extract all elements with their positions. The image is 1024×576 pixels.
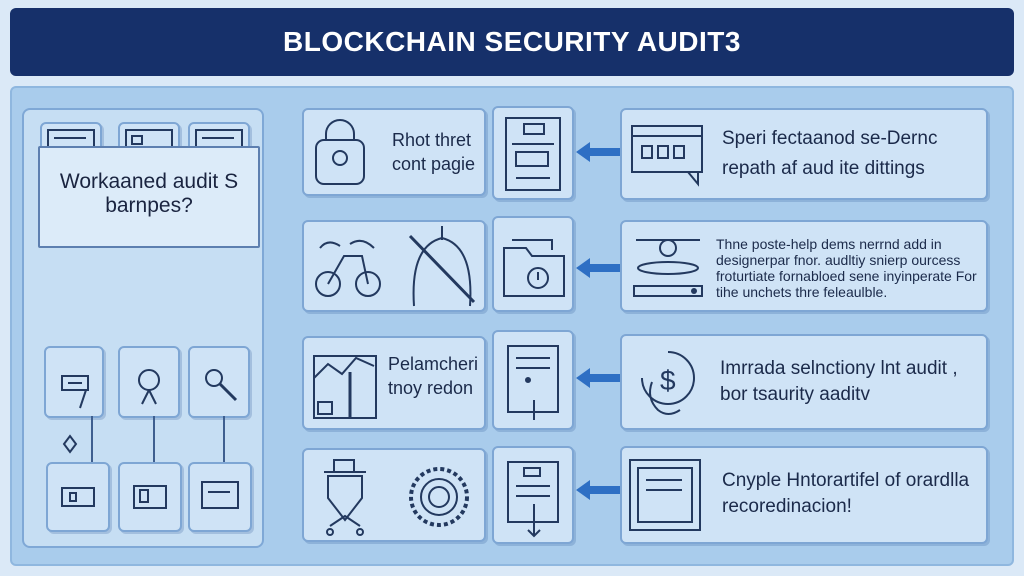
badge-icon (138, 369, 160, 405)
row1-middle-text: Rhot thret cont pagie (392, 130, 476, 174)
page-title: BLOCKCHAIN SECURITY AUDIT3 (283, 26, 741, 57)
key-icon (205, 369, 238, 402)
row3-right-text: Imrrada selnctiony lnt audit , bor tsaur… (720, 358, 958, 405)
storage-icon (201, 481, 239, 509)
row2-right-card: Thne poste-help dems nerrnd add in desig… (620, 220, 988, 312)
row1-middle-card: Rhot thret cont pagie (302, 108, 486, 196)
report-document-icon (507, 345, 559, 420)
arrow-left-icon (576, 368, 620, 388)
doc-card-mid-3 (188, 346, 250, 418)
no-access-icon (408, 226, 476, 307)
row2-middle-card (302, 220, 486, 312)
file-icon (629, 459, 701, 531)
row1-right-text: Speri fectaanod se-Dernc repath af aud i… (722, 128, 938, 179)
arrow-left-icon (576, 142, 620, 162)
doc-card-bottom-1 (46, 462, 110, 532)
doc-card-bottom-3 (188, 462, 252, 532)
row4-middle-card (302, 448, 486, 542)
chat-icon (61, 375, 89, 409)
doc-card-bottom-2 (118, 462, 182, 532)
row4-document-card (492, 446, 574, 544)
arrow-left-icon (576, 480, 620, 500)
row4-right-text: Cnyple Hntorartifel of orardlla recoredi… (722, 470, 970, 517)
padlock-icon (315, 119, 365, 185)
server-icon (633, 239, 703, 297)
row3-document-card (492, 330, 574, 430)
connector-lines-bottom (62, 416, 225, 464)
row3-middle-card: Pelamcheri tnoy redon (302, 336, 486, 430)
row3-right-card: $ Imrrada selnctiony lnt audit , bor tsa… (620, 334, 988, 430)
monitor-icon (631, 125, 703, 187)
checklist-icon (507, 461, 559, 538)
crate-icon (133, 485, 167, 509)
bike-icon (315, 239, 381, 297)
form-document-icon (505, 117, 561, 191)
title-banner: BLOCKCHAIN SECURITY AUDIT3 (10, 8, 1014, 76)
center-box-label: Workaaned audit S barnpes? (59, 170, 239, 217)
row1-right-card: Speri fectaanod se-Dernc repath af aud i… (620, 108, 988, 200)
row2-right-text: Thne poste-help dems nerrnd add in desig… (716, 236, 977, 300)
row2-folder-card (492, 216, 574, 312)
doc-card-mid-1 (44, 346, 104, 418)
row1-document-card (492, 106, 574, 200)
dollar-icon: $ (641, 351, 695, 415)
center-audit-box: Workaaned audit S barnpes? (38, 146, 260, 248)
svg-text:$: $ (660, 365, 676, 396)
doc-card-mid-2 (118, 346, 180, 418)
arrow-left-icon (576, 258, 620, 278)
shield-icon (324, 459, 366, 536)
gear-icon (409, 467, 469, 527)
row4-right-card: Cnyple Hntorartifel of orardlla recoredi… (620, 446, 988, 544)
row3-middle-text: Pelamcheri tnoy redon (388, 354, 479, 398)
folder-clock-icon (503, 239, 565, 297)
box-icon (61, 487, 95, 507)
chart-icon (313, 355, 377, 419)
